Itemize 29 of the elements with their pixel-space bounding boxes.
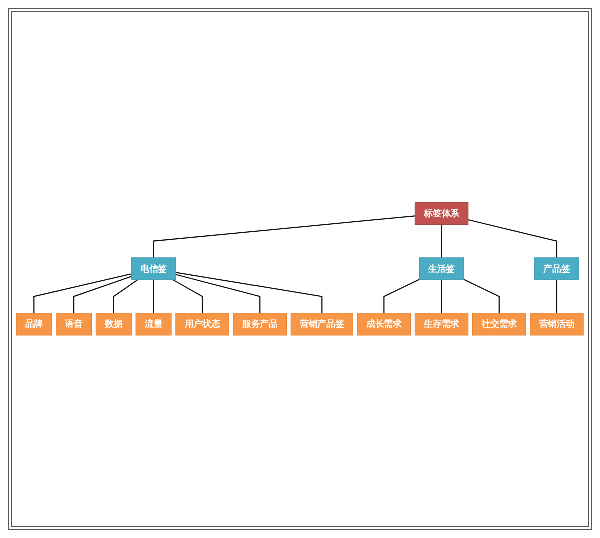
node-box: 标签体系: [414, 202, 469, 225]
node-box: 语音: [56, 313, 92, 336]
node-box: 成长需求: [357, 313, 412, 336]
node-box: 用户状态: [176, 313, 230, 336]
node-box: 生活签: [419, 258, 464, 280]
connector: [441, 224, 442, 258]
connector: [173, 280, 204, 314]
node-box: 流量: [136, 313, 172, 336]
node-box: 产品签: [534, 258, 580, 280]
node-box: 营销产品签: [290, 313, 354, 336]
connector: [153, 216, 416, 258]
node-box: 数据: [96, 313, 132, 336]
connector: [73, 276, 132, 314]
node-box: 生存需求: [414, 313, 469, 336]
connector: [153, 280, 154, 314]
connector: [113, 280, 138, 314]
connector: [176, 272, 323, 314]
connector: [468, 219, 558, 258]
connector: [384, 279, 420, 314]
connector: [464, 279, 500, 314]
node-box: 社交需求: [472, 313, 526, 336]
connector: [441, 280, 442, 314]
node-box: 品牌: [16, 313, 52, 336]
node-box: 营销活动: [530, 313, 584, 336]
connector: [176, 274, 261, 314]
node-box: 服务产品: [233, 313, 287, 336]
connector: [34, 274, 132, 314]
node-box: 电信签: [131, 258, 176, 280]
connector: [556, 280, 558, 314]
